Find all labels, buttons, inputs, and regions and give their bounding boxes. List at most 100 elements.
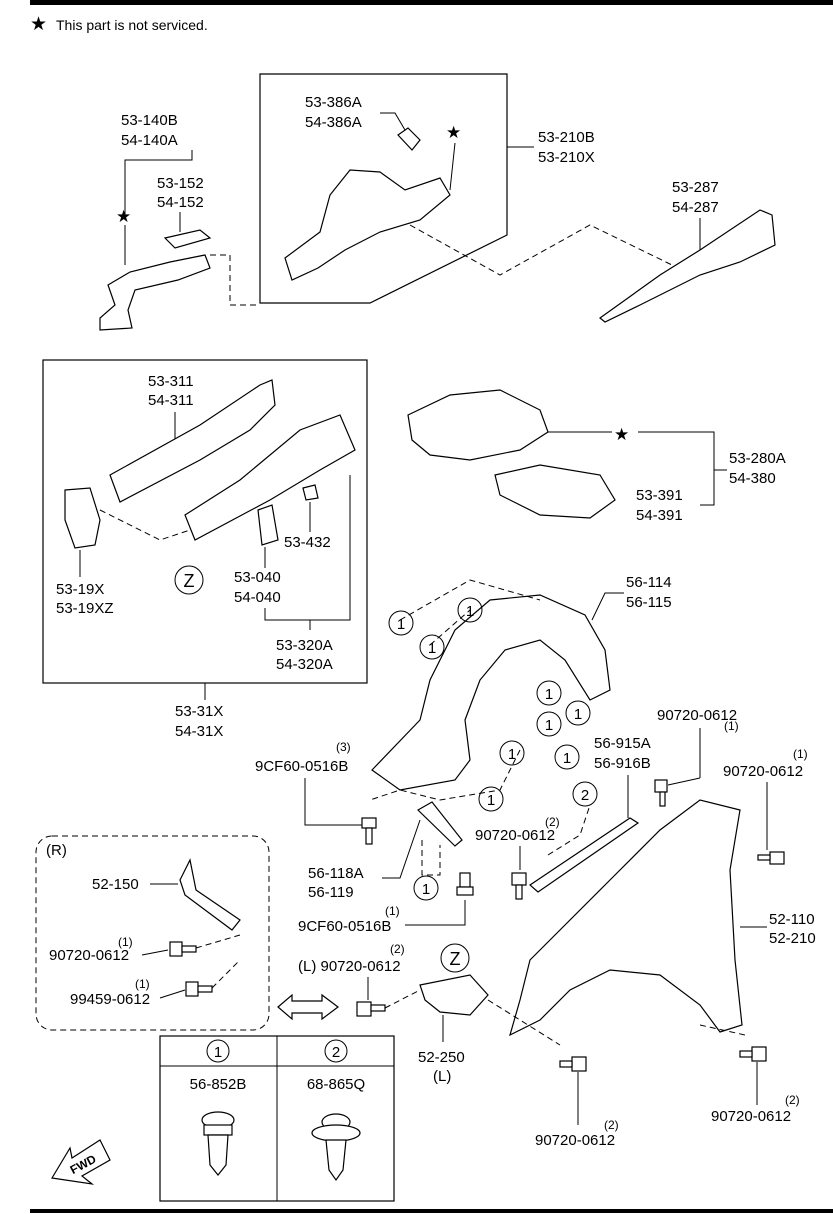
dashed-leader <box>399 579 541 621</box>
leader-line <box>380 112 406 131</box>
frame-lower-part <box>184 414 356 541</box>
bottom-rule <box>30 1209 833 1213</box>
dashed-leader <box>699 1024 746 1036</box>
svg-text:1: 1 <box>428 640 436 657</box>
label-53-391: 53-391 <box>636 487 683 504</box>
label-l-90720: (L) 90720-0612 <box>298 958 401 975</box>
qty-90720-a: (1) <box>724 719 739 733</box>
svg-text:1: 1 <box>545 686 553 703</box>
l-tag: (L) <box>433 1068 451 1085</box>
callout-1-h: 1 <box>554 744 580 770</box>
qty-l-90720: (2) <box>390 942 405 956</box>
z-marker-2 <box>440 943 470 973</box>
frame-upper-part <box>109 379 276 503</box>
svg-text:1: 1 <box>574 706 582 723</box>
rail-part <box>599 209 776 323</box>
label-52-110: 52-110 <box>769 911 815 928</box>
bracket-52-150-part <box>179 858 241 931</box>
bolt-90720-a-icon <box>654 779 668 807</box>
leader-line <box>638 431 715 506</box>
callout-1-a: 1 <box>388 610 414 636</box>
leader-line <box>382 819 421 879</box>
label-56-115: 56-115 <box>626 594 672 611</box>
leader-line <box>405 900 466 926</box>
apron-bracket-part <box>99 254 211 331</box>
crossmember-part <box>407 389 549 461</box>
star-icon: ★ <box>446 123 461 142</box>
label-54-311: 54-311 <box>148 392 194 409</box>
label-90720-a: 90720-0612 <box>657 707 737 724</box>
label-9cf60-bot: 9CF60-0516B <box>298 918 391 935</box>
label-90720-b: 90720-0612 <box>723 763 803 780</box>
small-bracket-part <box>163 229 212 249</box>
bracket-52-250-part <box>419 974 489 1016</box>
label-90720-r: 90720-0612 <box>49 947 129 964</box>
bolt-99459-icon <box>185 981 213 997</box>
z-marker-label: Z <box>184 571 195 591</box>
dashed-leader <box>195 934 241 949</box>
label-53-19xz: 53-19XZ <box>56 600 114 617</box>
dashed-leader <box>384 989 421 1009</box>
trim-clip-icon <box>311 1113 361 1182</box>
dashed-leader <box>210 254 260 306</box>
qty-90720-d: (2) <box>604 1118 619 1132</box>
bolt-90720-b-icon <box>757 851 785 865</box>
dashed-leader <box>487 999 561 1046</box>
label-54-287: 54-287 <box>672 199 719 216</box>
label-53-19x: 53-19X <box>56 581 104 598</box>
cap-part <box>397 127 421 151</box>
legend-part-2: 68-865Q <box>307 1076 365 1093</box>
label-54-386a: 54-386A <box>305 114 362 131</box>
label-90720-c: 90720-0612 <box>475 827 555 844</box>
label-53-152: 53-152 <box>157 175 204 192</box>
leader-53-140b <box>124 150 193 218</box>
callout-1-b: 1 <box>457 597 483 623</box>
qty-9cf60-bot: (1) <box>385 904 400 918</box>
label-53-140b: 53-140B <box>121 112 178 129</box>
top-rule <box>30 0 833 5</box>
svg-text:1: 1 <box>422 881 430 898</box>
label-52-150: 52-150 <box>92 876 139 893</box>
dashed-leader <box>211 959 241 989</box>
legend-marker-1-label: 1 <box>214 1044 222 1061</box>
callout-1-j: 1 <box>413 875 439 901</box>
legend-part-1: 56-852B <box>190 1076 247 1093</box>
bolt-90720-d-icon <box>559 1056 587 1072</box>
leader-line <box>141 949 169 956</box>
label-99459: 99459-0612 <box>70 991 150 1008</box>
bolt-90720-e-icon <box>739 1046 767 1062</box>
star-icon: ★ <box>30 14 47 35</box>
legend-marker-2 <box>324 1039 348 1063</box>
label-56-119: 56-119 <box>308 884 354 901</box>
label-54-380: 54-380 <box>729 470 776 487</box>
svg-text:1: 1 <box>508 746 516 763</box>
dashed-leader <box>409 224 673 276</box>
label-54-391: 54-391 <box>636 507 683 524</box>
push-clip-icon <box>201 1111 235 1176</box>
bolt-90720-r-icon <box>169 941 197 957</box>
fwd-arrow-icon: FWD <box>51 1139 111 1185</box>
svg-text:1: 1 <box>487 792 495 809</box>
bracket-56-118a-part <box>417 801 463 847</box>
bolt-9cf60-top-icon <box>361 817 377 845</box>
double-arrow-icon <box>277 993 339 1021</box>
seal-strip-part <box>529 817 640 893</box>
group-box-r <box>35 835 270 1031</box>
svg-text:2: 2 <box>581 787 589 804</box>
dashed-leader <box>429 609 471 646</box>
label-53-432: 53-432 <box>284 534 331 551</box>
legend-marker-2-label: 2 <box>332 1044 340 1061</box>
label-53-280a: 53-280A <box>729 450 786 467</box>
label-53-386a: 53-386A <box>305 94 362 111</box>
label-53-287: 53-287 <box>672 179 719 196</box>
leader-line <box>449 142 456 191</box>
legend-marker-1 <box>206 1039 230 1063</box>
bolt-l-90720-icon <box>356 1001 386 1017</box>
leader-line <box>667 777 701 786</box>
z-marker-2-label: Z <box>450 949 461 969</box>
label-54-31x: 54-31X <box>175 723 223 740</box>
qty-90720-r: (1) <box>118 935 133 949</box>
label-53-311: 53-311 <box>148 373 194 390</box>
